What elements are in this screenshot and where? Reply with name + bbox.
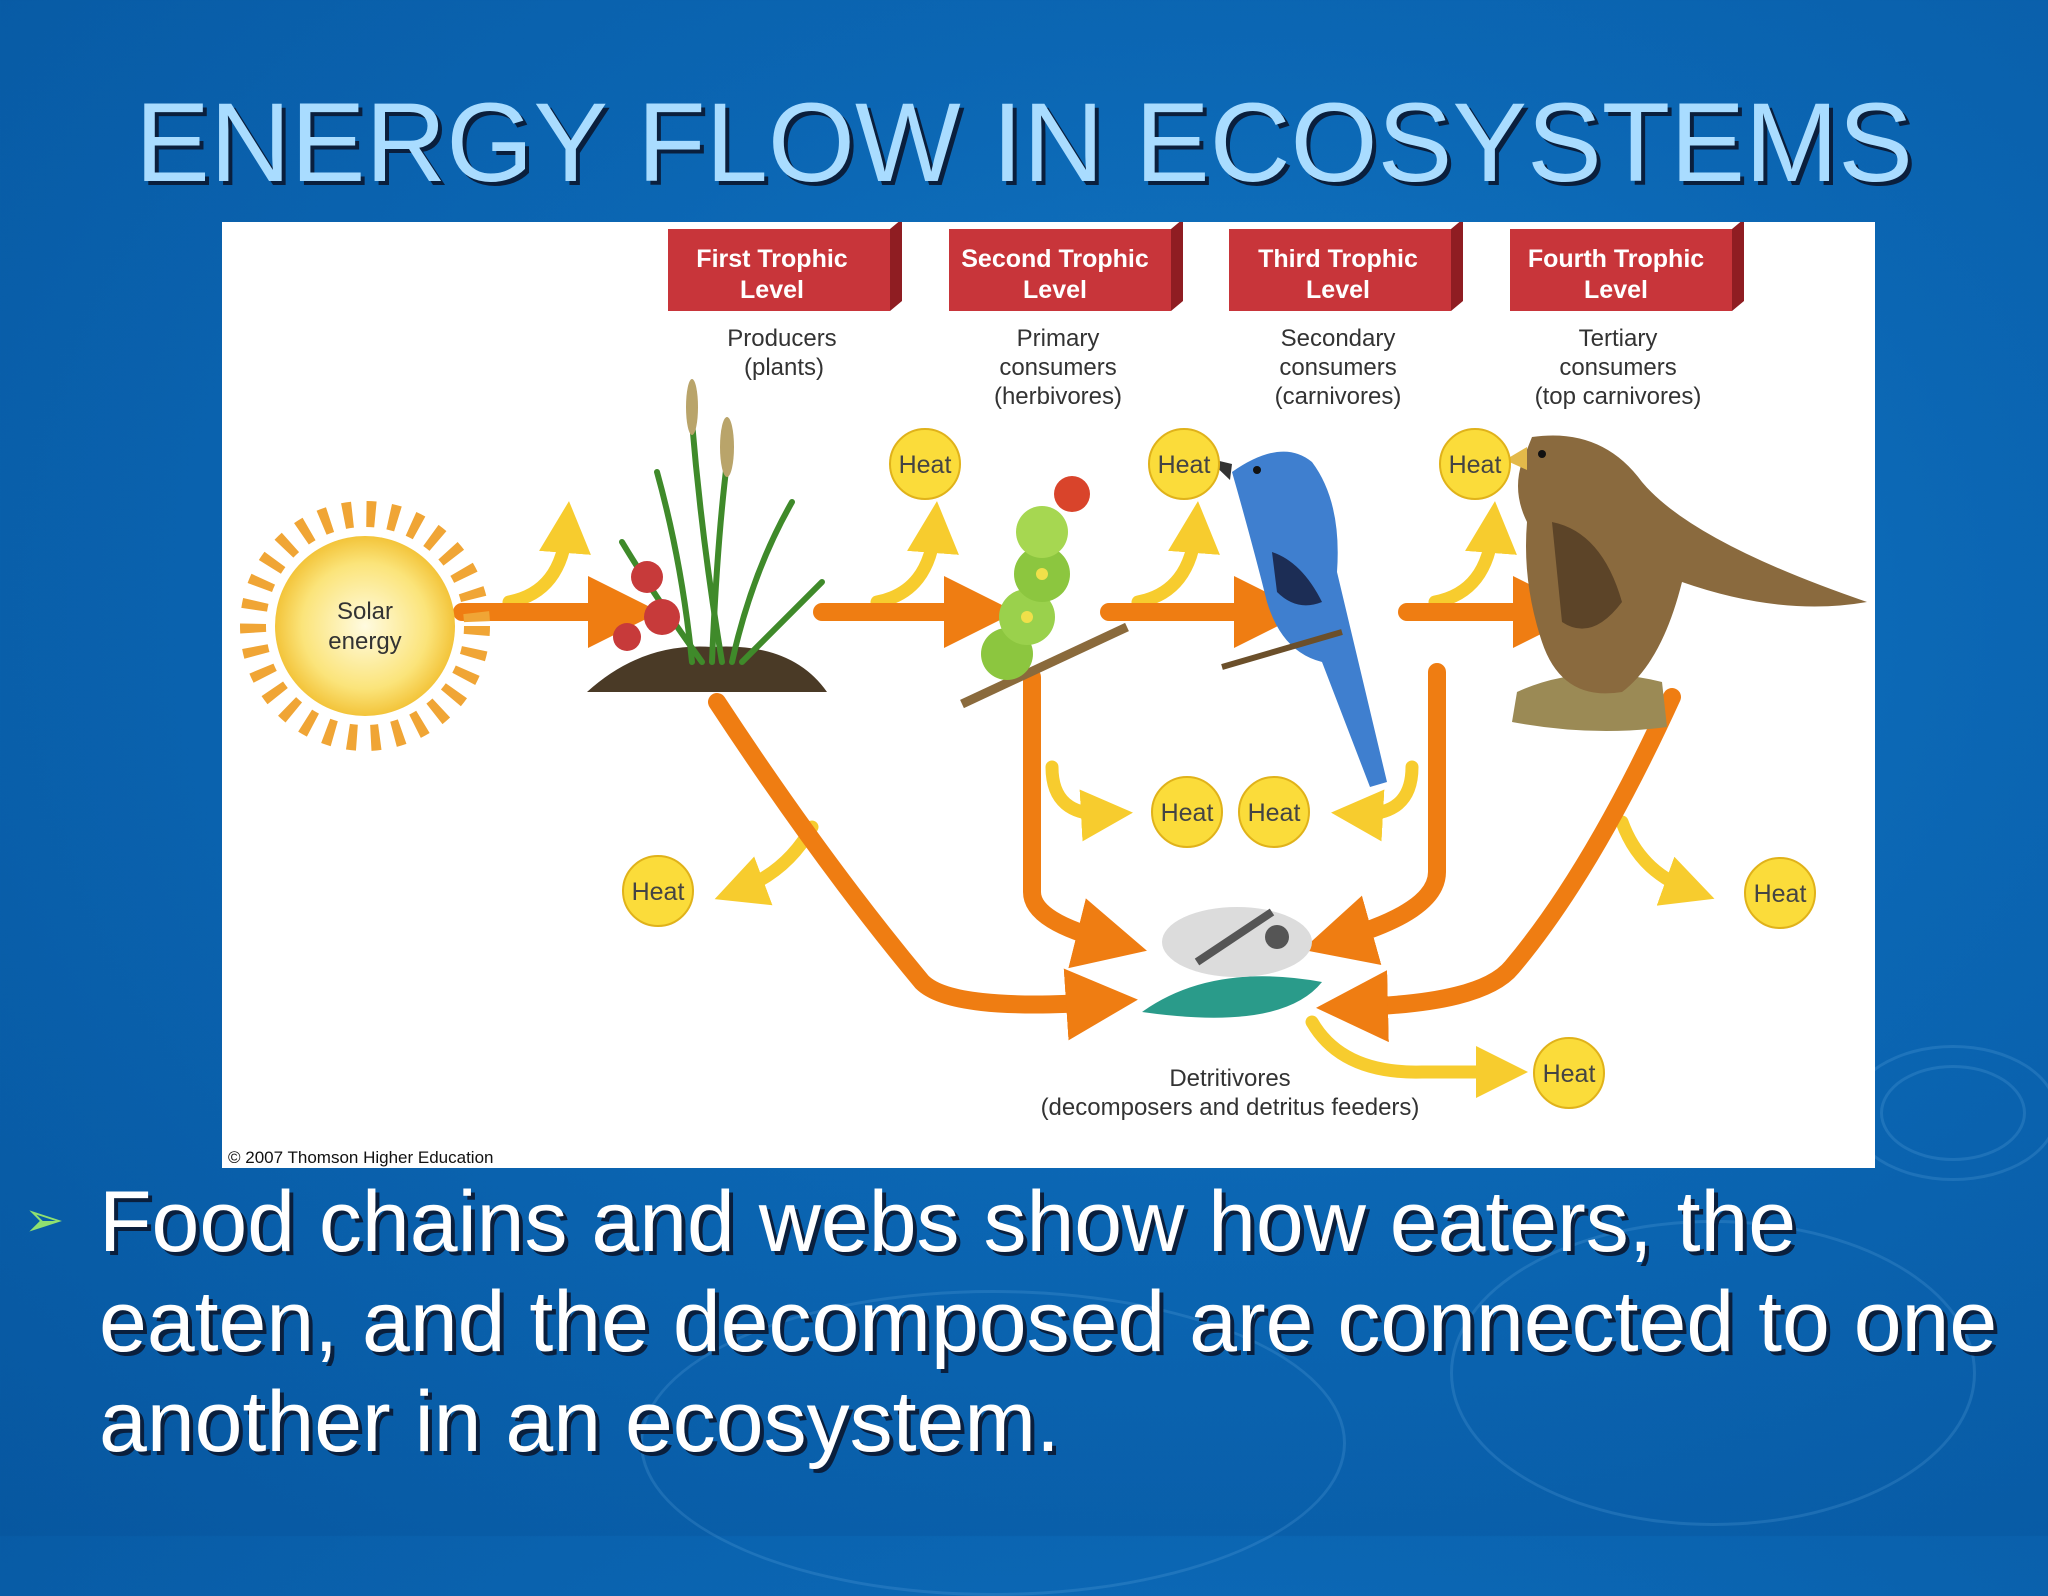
detritivores-icon — [1142, 907, 1322, 1018]
trophic-level-box-4: Fourth Trophic Level — [1510, 222, 1744, 311]
arrow-bullet-icon: ➢ — [24, 1194, 65, 1247]
trophic-level-subtitle: Level — [1584, 276, 1648, 304]
secondary-consumers-label: consumers — [1279, 354, 1396, 381]
heat-label: Heat — [899, 451, 952, 479]
secondary-consumers-sublabel: (carnivores) — [1275, 383, 1402, 410]
copyright-notice: © 2007 Thomson Higher Education — [228, 1148, 493, 1167]
trophic-level-title: First Trophic — [696, 245, 848, 273]
heat-label: Heat — [1158, 451, 1211, 479]
primary-consumers-label: consumers — [999, 354, 1116, 381]
solar-energy-label: energy — [328, 628, 401, 655]
heat-circle: Heat — [1744, 857, 1816, 929]
bullet-text: Food chains and webs show how eaters, th… — [99, 1174, 1998, 1470]
producers-sublabel: (plants) — [744, 354, 824, 381]
heat-circle: Heat — [1533, 1037, 1605, 1109]
diagram-canvas: First Trophic Level Second Trophic Level… — [222, 222, 1875, 1168]
slide-title: ENERGY FLOW IN ECOSYSTEMS — [135, 80, 1913, 205]
ripple-decoration — [1450, 1220, 1976, 1526]
ripple-decoration — [1848, 1045, 2048, 1181]
heat-label: Heat — [1248, 799, 1301, 827]
producers-label: Producers — [727, 325, 836, 352]
trophic-level-title: Second Trophic — [961, 245, 1149, 273]
detritivores-label: Detritivores — [1169, 1065, 1290, 1092]
heat-label: Heat — [1543, 1060, 1596, 1088]
trophic-level-title: Third Trophic — [1258, 245, 1418, 273]
trophic-level-subtitle: Level — [740, 276, 804, 304]
caterpillar-icon — [960, 476, 1129, 709]
trophic-level-box-2: Second Trophic Level — [949, 222, 1183, 311]
secondary-consumers-label: Secondary — [1281, 325, 1396, 352]
energy-flow-arrows — [453, 576, 1681, 1043]
heat-circle: Heat — [622, 855, 694, 927]
heat-label: Heat — [1161, 799, 1214, 827]
trophic-level-box-1: First Trophic Level — [668, 222, 902, 311]
heat-circle: Heat — [1439, 428, 1511, 500]
primary-consumers-label: Primary — [1017, 325, 1100, 352]
heat-label: Heat — [632, 878, 685, 906]
heat-circle: Heat — [1151, 776, 1223, 848]
heat-circle: Heat — [1148, 428, 1220, 500]
detritivores-sublabel: (decomposers and detritus feeders) — [1041, 1094, 1420, 1121]
heat-circle: Heat — [889, 428, 961, 500]
trophic-level-title: Fourth Trophic — [1528, 245, 1704, 273]
tertiary-consumers-sublabel: (top carnivores) — [1535, 383, 1702, 410]
trophic-level-subtitle: Level — [1306, 276, 1370, 304]
heat-circle: Heat — [1238, 776, 1310, 848]
trophic-level-subtitle: Level — [1023, 276, 1087, 304]
hawk-icon — [1505, 435, 1867, 731]
energy-flow-diagram: First Trophic Level Second Trophic Level… — [222, 222, 1875, 1168]
sun-icon: Solar energy — [240, 501, 490, 751]
trophic-level-box-3: Third Trophic Level — [1229, 222, 1463, 311]
solar-energy-label: Solar — [337, 598, 393, 625]
tertiary-consumers-label: consumers — [1559, 354, 1676, 381]
plants-icon — [587, 379, 827, 692]
heat-label: Heat — [1449, 451, 1502, 479]
primary-consumers-sublabel: (herbivores) — [994, 383, 1122, 410]
heat-label: Heat — [1754, 880, 1807, 908]
tertiary-consumers-label: Tertiary — [1579, 325, 1658, 352]
